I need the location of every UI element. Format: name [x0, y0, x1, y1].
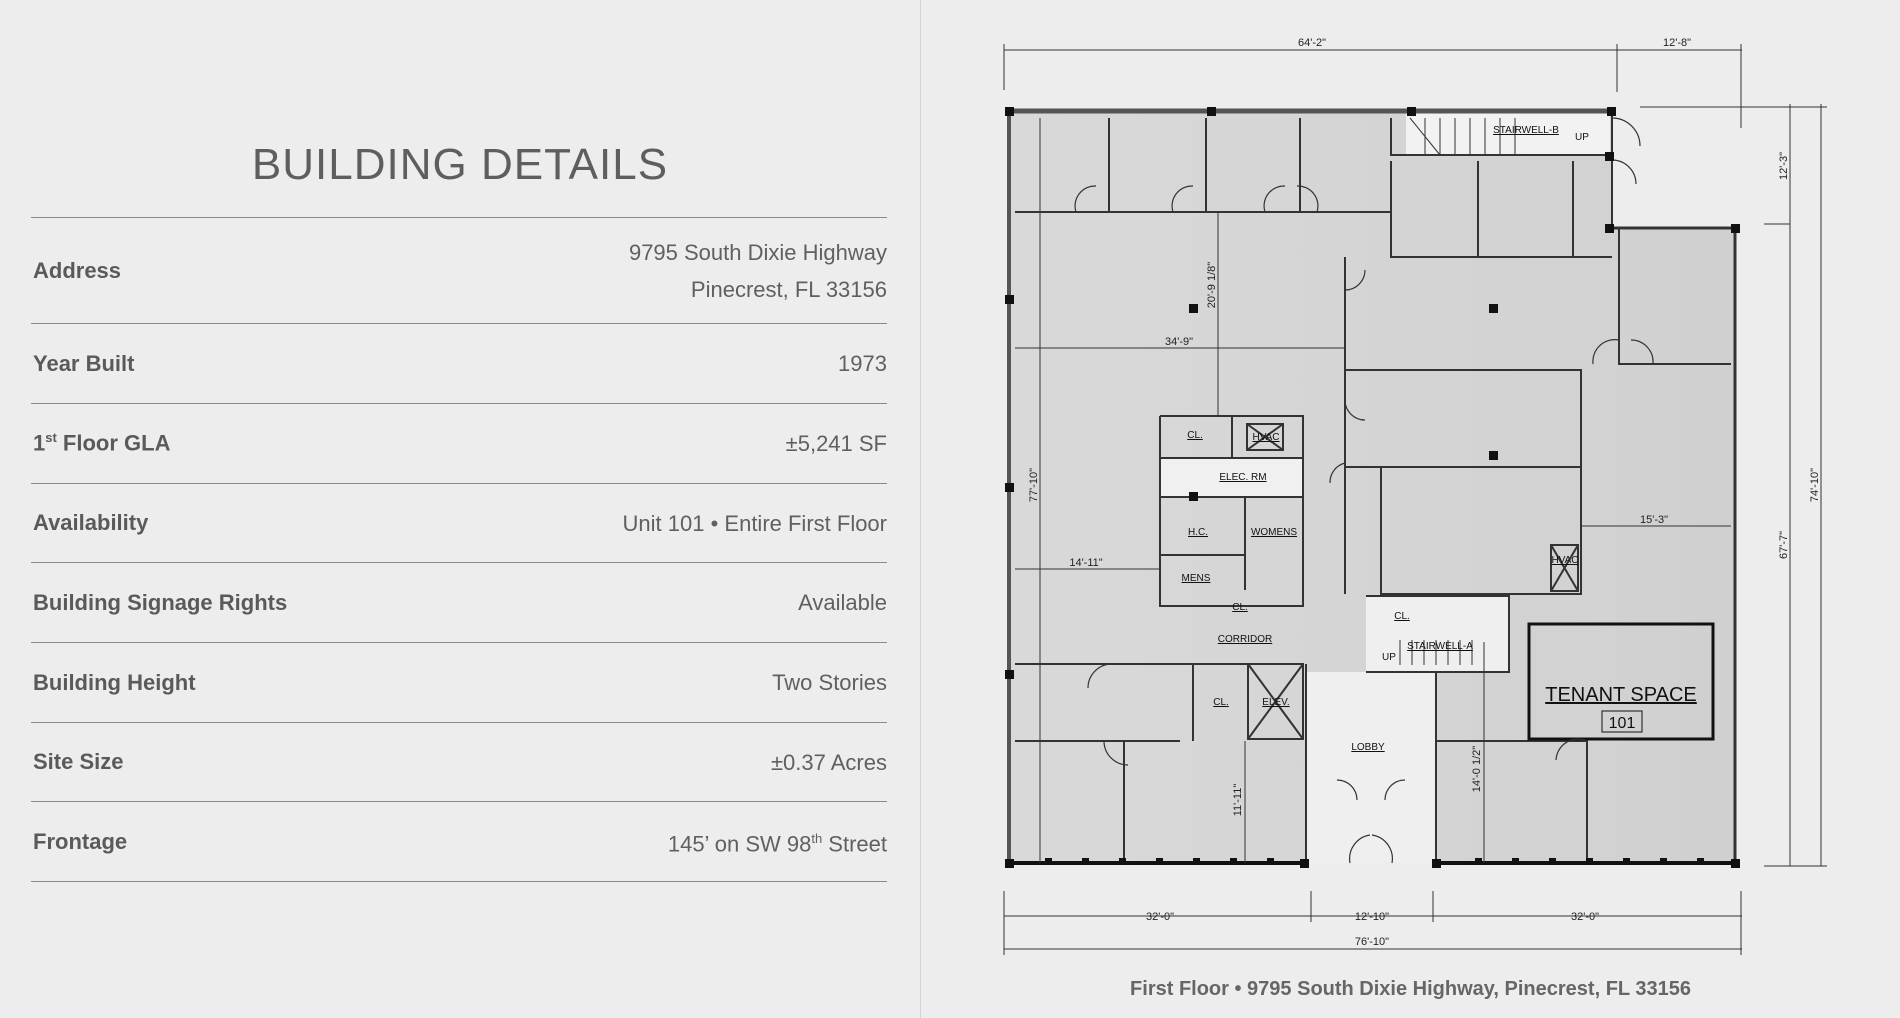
label-hvac: HVAC [1252, 432, 1279, 443]
row-label: 1st Floor GLA [31, 430, 170, 456]
value-sup: th [811, 831, 823, 847]
table-row-frontage: Frontage 145’ on SW 98th Street [31, 801, 887, 882]
label-closet: CL. [1187, 430, 1203, 441]
dim-inner: 77'-10" [1028, 468, 1040, 502]
dim-bottom-mid: 12'-10" [1355, 911, 1389, 923]
dim-inner: 20'-9 1/8" [1206, 262, 1218, 308]
row-value: 1973 [838, 351, 887, 376]
label-lobby: LOBBY [1351, 742, 1385, 753]
dim-top-left: 64'-2" [1298, 37, 1326, 49]
floor-plan-caption: First Floor • 9795 South Dixie Highway, … [1130, 978, 1691, 1000]
dimension-labels: 64'-2" 12'-8" 12'-3" 67'-7" 74'-10" 32'-… [1028, 37, 1821, 948]
label-prefix: 1 [33, 430, 46, 456]
label-hc: H.C. [1188, 527, 1208, 538]
label-up: UP [1575, 132, 1589, 143]
dim-inner: 14'-0 1/2" [1471, 746, 1483, 792]
row-label: Frontage [33, 828, 128, 854]
table-row-floor-gla: 1st Floor GLA ±5,241 SF [31, 403, 887, 483]
table-row-availability: Availability Unit 101 • Entire First Flo… [31, 483, 887, 562]
dim-bottom-right: 32'-0" [1571, 911, 1599, 923]
dim-right-total: 74'-10" [1809, 468, 1821, 502]
panel-divider [920, 0, 921, 1018]
dim-bottom-total: 76'-10" [1355, 936, 1389, 948]
dim-inner: 11'-11" [1232, 784, 1244, 817]
unit-box [1601, 710, 1643, 733]
label-electrical-room: ELEC. RM [1219, 472, 1266, 483]
walls [1007, 108, 1737, 865]
row-value: Available [798, 590, 887, 615]
value-prefix: 145’ on SW 98 [667, 831, 812, 857]
row-value: ±5,241 SF [785, 431, 887, 456]
unit-number: 101 [1609, 715, 1636, 732]
row-label: Availability [33, 510, 149, 535]
label-stairwell-b: STAIRWELL-B [1493, 125, 1559, 136]
label-corridor: CORRIDOR [1218, 634, 1272, 645]
label-closet: CL. [1232, 602, 1248, 613]
label-rest: Floor GLA [56, 430, 171, 456]
dim-inner: 15'-3" [1640, 514, 1668, 526]
address-line-1: 9795 South Dixie Highway [628, 239, 887, 265]
table-row-year-built: Year Built 1973 [31, 323, 887, 403]
dim-bottom-left: 32'-0" [1146, 911, 1174, 923]
label-elevator: ELEV. [1262, 697, 1289, 708]
label-mens: MENS [1182, 573, 1211, 584]
page-title: BUILDING DETAILS [251, 140, 669, 189]
row-label: Year Built [33, 350, 135, 376]
label-womens: WOMENS [1251, 527, 1297, 538]
dim-inner: 34'-9" [1165, 336, 1193, 348]
dimension-lines [1003, 44, 1827, 955]
row-label: Building Height [33, 669, 196, 695]
dim-right-mid: 67'-7" [1778, 531, 1790, 559]
label-closet: CL. [1213, 697, 1229, 708]
label-stairwell-a: STAIRWELL-A [1407, 641, 1473, 652]
table-row-signage: Building Signage Rights Available [31, 562, 887, 642]
address-line-2: Pinecrest, FL 33156 [690, 276, 887, 302]
label-up: UP [1382, 652, 1396, 663]
dim-inner: 14'-11" [1069, 557, 1102, 569]
tenant-space-label: TENANT SPACE [1545, 684, 1697, 706]
row-label: Address [33, 257, 122, 283]
value-rest: Street [822, 831, 887, 857]
room-labels: STAIRWELL-B UP CL. HVAC ELEC. RM H.C. WO… [1182, 125, 1697, 753]
columns [1005, 107, 1740, 868]
table-row-height: Building Height Two Stories [31, 642, 887, 722]
row-value: Unit 101 • Entire First Floor [622, 510, 887, 536]
row-value: Two Stories [772, 670, 887, 695]
label-hvac: HVAC [1551, 555, 1578, 566]
row-value: 145’ on SW 98th Street [668, 820, 887, 862]
building-details-panel: BUILDING DETAILS Address 9795 South Dixi… [0, 0, 920, 1018]
row-label: Site Size [33, 749, 124, 774]
floor-area [1009, 111, 1735, 863]
label-closet: CL. [1394, 611, 1410, 622]
dim-right-upper: 12'-3" [1778, 152, 1790, 180]
dim-top-right: 12'-8" [1663, 37, 1691, 49]
label-sup: st [45, 430, 57, 446]
row-value: ±0.37 Acres [770, 749, 887, 775]
row-label: Building Signage Rights [33, 589, 288, 615]
table-row-site-size: Site Size ±0.37 Acres [31, 722, 887, 801]
